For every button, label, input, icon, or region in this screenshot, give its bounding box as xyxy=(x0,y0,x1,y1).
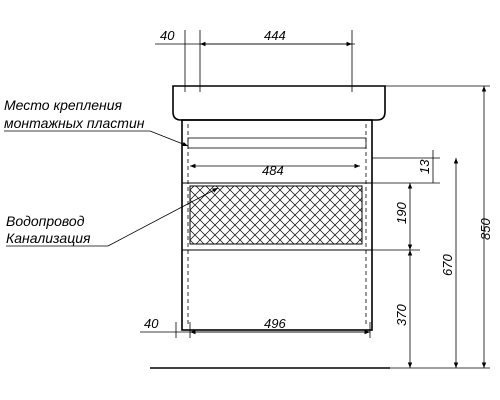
dim-hatch-height: 190 xyxy=(394,202,409,224)
dim-top-offset: 40 xyxy=(160,28,175,43)
label-mounting-line2: монтажных пластин xyxy=(4,115,145,131)
dim-total-height: 850 xyxy=(478,218,493,240)
label-plumbing-line2: Канализация xyxy=(6,230,91,246)
mounting-rail xyxy=(187,137,367,149)
dim-lower-height: 370 xyxy=(394,304,409,326)
dim-inner-width: 484 xyxy=(262,163,284,178)
plumbing-callout: Водопровод Канализация xyxy=(6,187,219,247)
top-dimensions: 40 444 xyxy=(155,28,355,92)
label-mounting-line1: Место крепления xyxy=(4,97,123,113)
dim-mid-height: 670 xyxy=(440,254,455,276)
cabinet xyxy=(150,85,390,369)
right-dimensions: 13 190 370 670 850 xyxy=(372,85,493,369)
label-plumbing-line1: Водопровод xyxy=(6,213,85,229)
inner-dimension: 484 xyxy=(190,163,360,178)
mounting-callout: Место крепления монтажных пластин xyxy=(4,97,189,147)
dim-bottom-offset: 40 xyxy=(144,316,159,331)
dim-gap-13: 13 xyxy=(417,159,432,174)
washbasin-top xyxy=(172,85,386,121)
dim-bottom-width: 496 xyxy=(264,316,286,331)
dim-top-width: 444 xyxy=(264,28,286,43)
bottom-dimensions: 40 496 xyxy=(140,316,371,338)
plumbing-zone xyxy=(189,185,363,245)
